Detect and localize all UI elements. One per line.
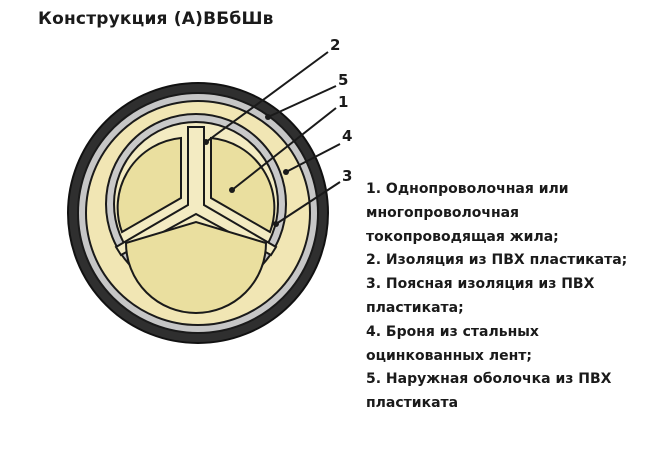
callout-2: 2 <box>330 36 340 54</box>
leader-line-4 <box>285 143 341 173</box>
legend-line: токопроводящая жила; <box>366 228 559 245</box>
legend-item-5: 5. Наружная оболочка из ПВХ пластиката <box>366 368 666 416</box>
leader-dot-1 <box>229 187 235 193</box>
leader-line-1 <box>231 107 337 191</box>
legend-item-2: 2. Изоляция из ПВХ пластиката; <box>366 249 666 273</box>
legend-line: пластиката <box>366 395 459 412</box>
leader-line-2 <box>205 51 329 143</box>
conductor-sector-bottom <box>124 220 268 314</box>
leader-dot-5 <box>265 114 271 120</box>
legend-item-4: 4. Броня из стальных оцинкованных лент; <box>366 321 666 369</box>
conductor-sector-left <box>116 136 182 234</box>
legend-line: многопроволочная <box>366 204 520 221</box>
legend-line: 5. Наружная оболочка из ПВХ <box>366 371 612 388</box>
legend-line: 4. Броня из стальных <box>366 323 539 340</box>
callout-5: 5 <box>338 71 348 89</box>
diagram-title: Конструкция (А)ВБбШв <box>38 9 274 29</box>
callout-4: 4 <box>342 127 352 145</box>
legend-line: пластиката; <box>366 299 464 316</box>
legend-item-1: 1. Однопроволочная или многопроволочная … <box>366 178 666 249</box>
leader-dot-2 <box>203 139 209 145</box>
legend-line: 3. Поясная изоляция из ПВХ <box>366 276 595 293</box>
legend-item-3: 3. Поясная изоляция из ПВХ пластиката; <box>366 273 666 321</box>
leader-line-3 <box>275 181 341 225</box>
legend-line: 1. Однопроволочная или <box>366 181 569 197</box>
callout-1: 1 <box>338 93 348 111</box>
callout-3: 3 <box>342 167 352 185</box>
legend-line: оцинкованных лент; <box>366 347 532 364</box>
conductor-sector-right <box>210 136 276 234</box>
legend: 1. Однопроволочная или многопроволочная … <box>366 178 666 416</box>
leader-dot-4 <box>283 169 289 175</box>
leader-dot-3 <box>273 221 279 227</box>
separator-walls <box>114 126 278 257</box>
leader-line-5 <box>267 85 337 118</box>
legend-line: 2. Изоляция из ПВХ пластиката; <box>366 252 628 269</box>
